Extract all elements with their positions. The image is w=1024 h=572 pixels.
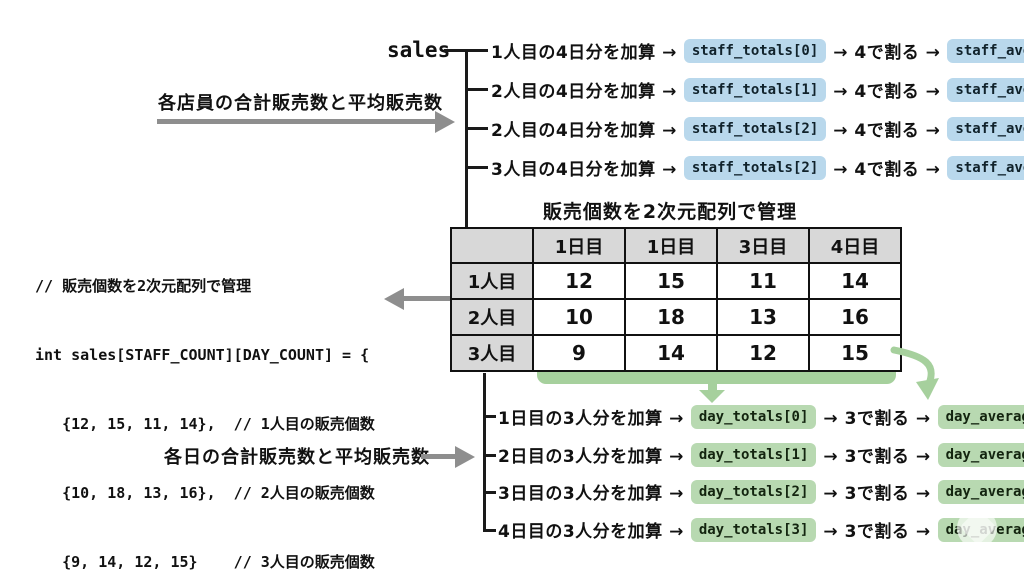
day-totals-box: day_totals[3] xyxy=(690,517,817,542)
day-flow-row: 3日目の3人分を加算 → day_totals[2] → 3で割る → day_… xyxy=(498,478,1024,505)
day-annotation-label: 各日の合計販売数と平均販売数 xyxy=(164,447,430,468)
staff-totals-box: staff_totals[0] xyxy=(683,38,827,63)
staff-flow-row: 1人目の4日分を加算 → staff_totals[0] → 4で割る → st… xyxy=(491,37,1024,64)
staff-totals-box: staff_totals[2] xyxy=(683,155,827,180)
table-cell: 12 xyxy=(532,262,626,300)
staff-flow-label: 1人目の4日分を加算 → xyxy=(491,43,677,63)
table-cell: 16 xyxy=(808,298,902,336)
table-corner-cell xyxy=(450,227,534,264)
day-branch-line xyxy=(483,491,496,494)
staff-annotation-label: 各店員の合計販売数と平均販売数 xyxy=(158,93,443,114)
day-annotation-arrow xyxy=(421,454,456,459)
table-col-header: 1日目 xyxy=(624,227,718,264)
table-title: 販売個数を2次元配列で管理 xyxy=(542,201,798,223)
code-annotation-arrow xyxy=(403,296,450,301)
table-row-header: 2人目 xyxy=(450,298,534,336)
day-flow-label: 3日目の3人分を加算 → xyxy=(498,484,684,504)
code-line: {9, 14, 12, 15} // 3人目の販売個数 xyxy=(35,553,375,571)
table-cell: 15 xyxy=(624,262,718,300)
table-col-header: 4日目 xyxy=(808,227,902,264)
table-row: 3人目 9 14 12 15 xyxy=(450,334,902,372)
staff-averages-box: staff_averages[1] xyxy=(947,77,1024,102)
day-averages-curved-arrow-icon xyxy=(890,346,939,400)
day-branch-line xyxy=(483,415,496,418)
day-averages-box: day_averages[0] xyxy=(937,404,1024,429)
divide-by-3-label: → 3で割る → xyxy=(823,484,931,504)
table-row-header: 3人目 xyxy=(450,334,534,372)
day-flow-row: 2日目の3人分を加算 → day_totals[1] → 3で割る → day_… xyxy=(498,441,1024,468)
sales-connector-line xyxy=(444,49,466,52)
staff-flow-row: 2人目の4日分を加算 → staff_totals[1] → 4で割る → st… xyxy=(491,76,1024,103)
day-flow-label: 1日目の3人分を加算 → xyxy=(498,409,684,429)
day-flow-label: 4日目の3人分を加算 → xyxy=(498,522,684,542)
staff-branch-line xyxy=(465,166,488,169)
day-averages-box: day_averages[1] xyxy=(937,442,1024,467)
code-line: {10, 18, 13, 16}, // 2人目の販売個数 xyxy=(35,484,375,502)
table-cell: 10 xyxy=(532,298,626,336)
day-totals-arrow xyxy=(708,381,717,391)
table-cell: 13 xyxy=(716,298,810,336)
staff-annotation-arrowhead-icon xyxy=(435,111,455,133)
staff-flow-label: 2人目の4日分を加算 → xyxy=(491,121,677,141)
table-col-header: 3日目 xyxy=(716,227,810,264)
table-col-header: 1日目 xyxy=(532,227,626,264)
table-cell: 15 xyxy=(808,334,902,372)
table-row: 1人目 12 15 11 14 xyxy=(450,262,902,300)
day-totals-box: day_totals[0] xyxy=(690,404,817,429)
day-branch-line xyxy=(483,529,496,532)
day-branch-line xyxy=(483,454,496,457)
code-line: // 販売個数を2次元配列で管理 xyxy=(35,277,252,295)
staff-flow-label: 2人目の4日分を加算 → xyxy=(491,82,677,102)
day-flow-row: 4日目の3人分を加算 → day_totals[3] → 3で割る → day_… xyxy=(498,516,1024,543)
code-block: // 販売個数を2次元配列で管理 int sales[STAFF_COUNT][… xyxy=(35,229,375,572)
divide-by-4-label: → 4で割る → xyxy=(833,43,941,63)
staff-averages-box: staff_averages[2] xyxy=(947,155,1024,180)
day-annotation-arrowhead-icon xyxy=(455,446,475,468)
table-cell: 11 xyxy=(716,262,810,300)
divide-by-4-label: → 4で割る → xyxy=(833,121,941,141)
staff-flow-label: 3人目の4日分を加算 → xyxy=(491,160,677,180)
staff-branch-line xyxy=(465,49,488,52)
table-row: 2人目 10 18 13 16 xyxy=(450,298,902,336)
day-averages-box: day_averages[2] xyxy=(937,479,1024,504)
staff-averages-box: staff_averages[2] xyxy=(947,116,1024,141)
code-line: {12, 15, 11, 14}, // 1人目の販売個数 xyxy=(35,415,375,433)
code-annotation-arrowhead-icon xyxy=(384,288,404,310)
sales-table: 1日目 1日目 3日目 4日目 1人目 12 15 11 14 2人目 10 1… xyxy=(450,227,902,372)
table-header-row: 1日目 1日目 3日目 4日目 xyxy=(450,227,902,264)
table-cell: 18 xyxy=(624,298,718,336)
staff-annotation-arrow xyxy=(157,119,436,124)
divide-by-3-label: → 3で割る → xyxy=(823,447,931,467)
table-cell: 9 xyxy=(532,334,626,372)
staff-averages-box: staff_averages[0] xyxy=(947,38,1024,63)
table-row-header: 1人目 xyxy=(450,262,534,300)
day-totals-box: day_totals[2] xyxy=(690,479,817,504)
staff-totals-box: staff_totals[1] xyxy=(683,77,827,102)
day-flow-label: 2日目の3人分を加算 → xyxy=(498,447,684,467)
staff-totals-box: staff_totals[2] xyxy=(683,116,827,141)
divide-by-4-label: → 4で割る → xyxy=(833,82,941,102)
table-cell: 14 xyxy=(624,334,718,372)
day-tree-trunk-line xyxy=(483,373,486,532)
staff-tree-trunk-line xyxy=(465,49,468,228)
table-cell: 12 xyxy=(716,334,810,372)
staff-flow-row: 3人目の4日分を加算 → staff_totals[2] → 4で割る → st… xyxy=(491,154,1024,181)
staff-branch-line xyxy=(465,127,488,130)
sales-root-label: sales xyxy=(387,38,451,62)
day-totals-box: day_totals[1] xyxy=(690,442,817,467)
divide-by-3-label: → 3で割る → xyxy=(823,522,931,542)
day-totals-arrowhead-icon xyxy=(699,390,725,403)
code-line: int sales[STAFF_COUNT][DAY_COUNT] = { xyxy=(35,346,370,364)
divide-by-3-label: → 3で割る → xyxy=(823,409,931,429)
staff-flow-row: 2人目の4日分を加算 → staff_totals[2] → 4で割る → st… xyxy=(491,115,1024,142)
day-flow-row: 1日目の3人分を加算 → day_totals[0] → 3で割る → day_… xyxy=(498,403,1024,430)
divide-by-4-label: → 4で割る → xyxy=(833,160,941,180)
table-cell: 14 xyxy=(808,262,902,300)
staff-branch-line xyxy=(465,88,488,91)
